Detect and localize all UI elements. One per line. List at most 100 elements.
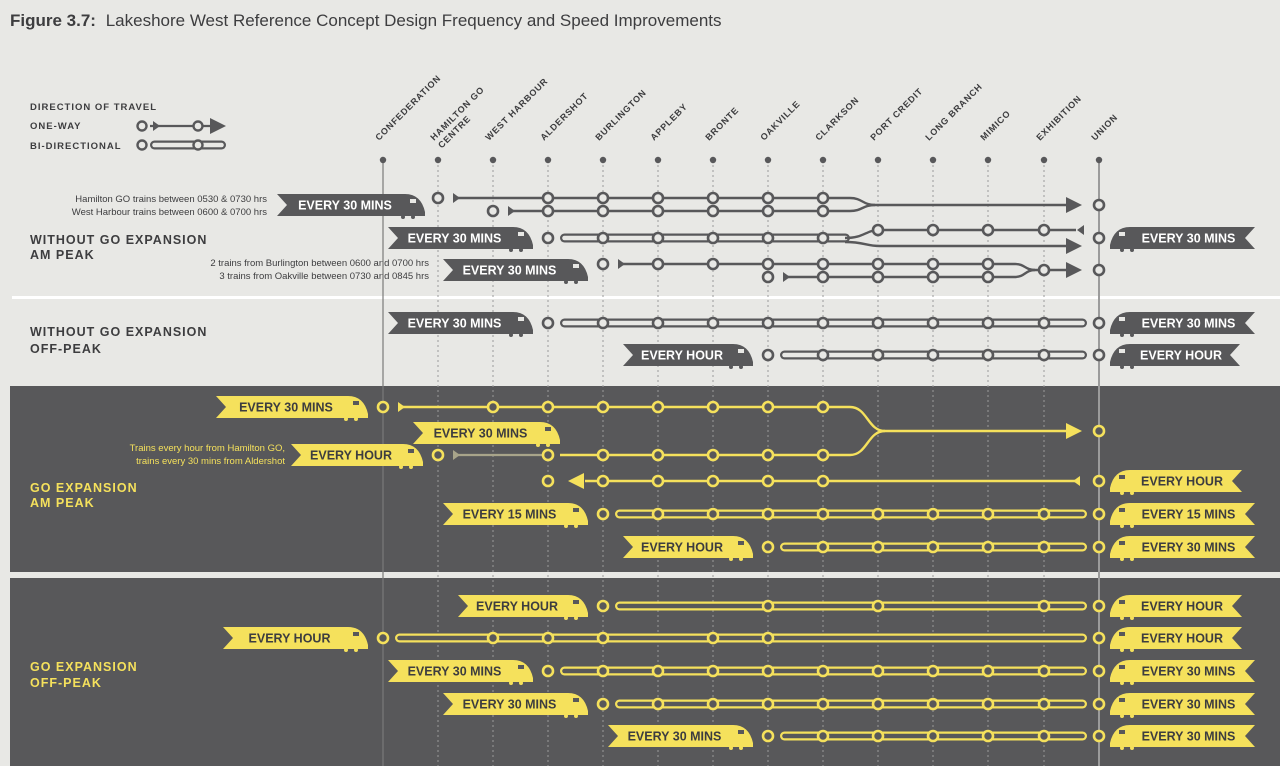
station-stop — [1037, 263, 1051, 277]
station-stop — [1092, 631, 1106, 645]
station-stop — [761, 474, 775, 488]
station-stop — [1037, 729, 1051, 743]
badge-window — [738, 349, 744, 353]
badge-window — [353, 632, 359, 636]
station-stop — [981, 729, 995, 743]
badge-wheel — [519, 681, 523, 685]
routes-go-off-peak — [376, 599, 1106, 743]
station-stop — [761, 191, 775, 205]
station-stop — [761, 448, 775, 462]
badge-window — [1119, 475, 1125, 479]
badge-label: EVERY HOUR — [641, 349, 723, 363]
station-stop — [816, 697, 830, 711]
station-stop — [541, 316, 555, 330]
origin-tick — [508, 206, 515, 216]
station-stop — [871, 697, 885, 711]
station-stop — [706, 664, 720, 678]
station-stop — [981, 664, 995, 678]
badge-label: EVERY 30 MINS — [434, 427, 528, 441]
station-stop — [1037, 599, 1051, 613]
badge-wheel — [564, 280, 568, 284]
section-label-without-off: WITHOUT GO EXPANSION OFF-PEAK — [30, 325, 206, 356]
frequency-badge: EVERY HOUR — [223, 627, 368, 652]
station-stop — [761, 540, 775, 554]
station-stop — [761, 348, 775, 362]
station-marker — [819, 156, 827, 164]
station-stop — [651, 204, 665, 218]
badge-shape — [216, 396, 368, 418]
station-marker — [379, 156, 387, 164]
station-label: CLARKSON — [813, 95, 861, 143]
station-label: ALDERSHOT — [538, 91, 590, 143]
badge-shape — [1110, 227, 1255, 249]
badge-label: EVERY 30 MINS — [239, 401, 333, 415]
station-marker — [654, 156, 662, 164]
frequency-badge: EVERY 30 MINS — [413, 422, 560, 447]
badge-wheel — [1120, 648, 1124, 652]
badge-label: EVERY HOUR — [1141, 632, 1223, 646]
station-stop — [596, 257, 610, 271]
section-label-go-off: GO EXPANSION OFF-PEAK — [30, 660, 137, 690]
station-label-line: ALDERSHOT — [538, 91, 590, 143]
direction-arrow — [1066, 423, 1082, 439]
badge-wheel — [1130, 365, 1134, 369]
station-stop — [706, 191, 720, 205]
station-stop — [541, 204, 555, 218]
station-stop — [1092, 263, 1106, 277]
station-stop — [651, 231, 665, 245]
badge-window — [573, 698, 579, 702]
badge-wheel — [564, 616, 568, 620]
badge-shape — [1110, 595, 1242, 617]
station-stop — [651, 448, 665, 462]
frequency-badge: EVERY HOUR — [1110, 627, 1242, 652]
frequency-badges: EVERY 30 MINS EVERY 30 MINS EVERY 30 MINS E… — [216, 194, 1255, 750]
station-stop — [376, 400, 390, 414]
station-label-line: BURLINGTON — [593, 87, 648, 142]
frequency-badge: EVERY 30 MINS — [1110, 725, 1255, 750]
station-stop — [596, 507, 610, 521]
station-stop — [1092, 198, 1106, 212]
badge-label: EVERY HOUR — [1141, 475, 1223, 489]
section-label-line: OFF-PEAK — [30, 342, 102, 356]
station-marker — [599, 156, 607, 164]
station-label: BURLINGTON — [593, 87, 648, 142]
badge-wheel — [546, 443, 550, 447]
origin-tick — [783, 272, 790, 282]
track-rail-inner — [562, 235, 848, 241]
frequency-badge: EVERY HOUR — [1110, 470, 1242, 495]
badge-window — [1119, 730, 1125, 734]
badge-wheel — [344, 648, 348, 652]
station-stop — [596, 231, 610, 245]
badge-wheel — [1130, 524, 1134, 528]
station-stop — [706, 448, 720, 462]
frequency-badge: EVERY 30 MINS — [1110, 536, 1255, 561]
track-curve — [844, 240, 1066, 248]
badge-shape — [1110, 312, 1255, 334]
station-stop — [761, 400, 775, 414]
frequency-badge: EVERY 30 MINS — [388, 660, 533, 685]
badge-shape — [1110, 470, 1242, 492]
station-stop — [926, 270, 940, 284]
section-panels — [10, 296, 1280, 766]
station-label: MIMICO — [978, 108, 1012, 142]
station-stop — [651, 191, 665, 205]
legend-stop — [192, 120, 204, 132]
station-stop — [816, 348, 830, 362]
badge-wheel — [1120, 333, 1124, 337]
station-label-line: APPLEBY — [648, 101, 689, 142]
badge-wheel — [1130, 648, 1134, 652]
frequency-badge: EVERY 15 MINS — [443, 503, 588, 528]
frequency-badge: EVERY HOUR — [458, 595, 588, 620]
station-stop — [596, 631, 610, 645]
station-stop — [596, 697, 610, 711]
station-stop — [541, 231, 555, 245]
station-stop — [1092, 424, 1106, 438]
station-stop — [1092, 316, 1106, 330]
station-stop — [761, 729, 775, 743]
badge-wheel — [509, 681, 513, 685]
station-stop — [596, 191, 610, 205]
station-stop — [926, 507, 940, 521]
station-stop — [1092, 540, 1106, 554]
track-rail-inner — [617, 701, 1085, 707]
direction-arrow — [1066, 262, 1082, 278]
